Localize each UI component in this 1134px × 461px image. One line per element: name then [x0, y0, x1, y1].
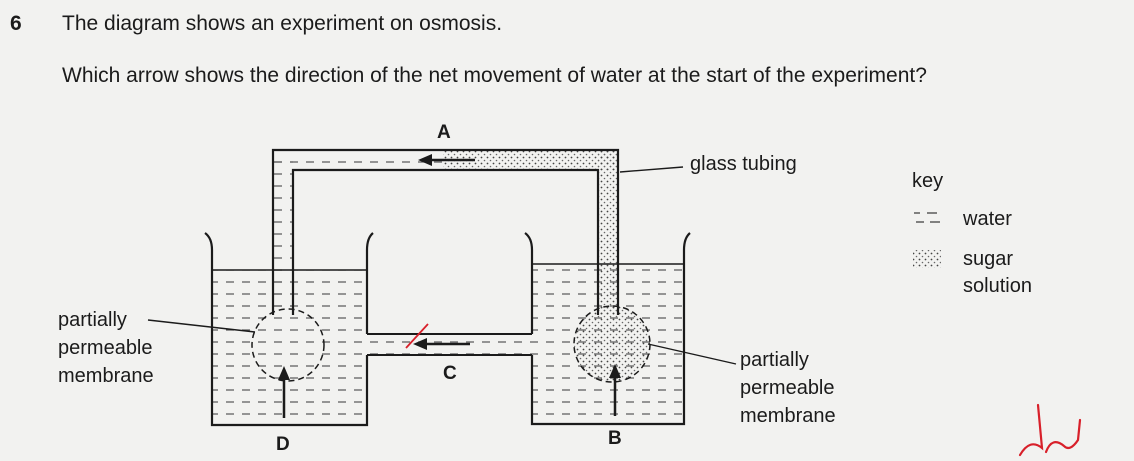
- key-water-label: water: [962, 208, 1012, 230]
- label-a: A: [437, 122, 451, 143]
- label-d: D: [276, 434, 290, 455]
- left-beaker: [204, 232, 374, 427]
- right-membrane-sugar: [574, 306, 650, 382]
- right-membrane-label: partially permeable membrane: [740, 349, 840, 427]
- question-prompt: Which arrow shows the direction of the n…: [62, 64, 927, 87]
- key-sugar-swatch: [913, 250, 941, 268]
- label-c: C: [443, 363, 457, 384]
- glass-tubing: [271, 148, 620, 315]
- glass-tubing-label: glass tubing: [690, 153, 797, 175]
- red-pen-tick: [405, 323, 429, 349]
- arrow-a: [418, 154, 475, 166]
- right-beaker: [524, 232, 691, 426]
- arrow-d: [278, 366, 290, 418]
- question-intro: The diagram shows an experiment on osmos…: [62, 12, 503, 35]
- arrow-b: [609, 364, 621, 416]
- sugar-solution-tube: [443, 150, 618, 170]
- key-sugar-label: sugar solution: [963, 248, 1032, 297]
- question-number: 6: [10, 12, 22, 35]
- left-membrane-label: partially permeable membrane: [58, 309, 158, 387]
- red-pen-scribble: [1018, 403, 1082, 457]
- key-water-swatch: [914, 212, 940, 223]
- key-title: key: [912, 170, 943, 192]
- arrow-c: [413, 338, 470, 350]
- left-membrane: [251, 308, 325, 382]
- label-b: B: [608, 428, 622, 449]
